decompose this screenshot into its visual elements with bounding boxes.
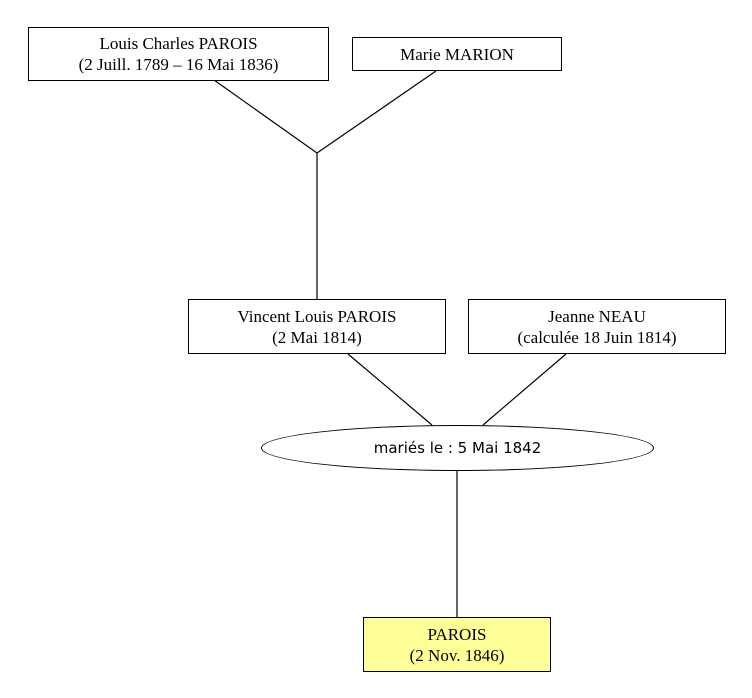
- person-box-louis-charles-parois: Louis Charles PAROIS (2 Juill. 1789 – 16…: [28, 27, 329, 81]
- person-name: Vincent Louis PAROIS: [237, 306, 397, 326]
- person-dates: (calculée 18 Juin 1814): [517, 327, 677, 347]
- marriage-label: mariés le : 5 Mai 1842: [373, 439, 542, 457]
- person-dates: (2 Nov. 1846): [409, 645, 505, 665]
- marriage-ellipse: mariés le : 5 Mai 1842: [261, 425, 654, 471]
- person-box-vincent-louis-parois: Vincent Louis PAROIS (2 Mai 1814): [188, 299, 446, 354]
- connector-jeanne-to-marriage: [482, 353, 567, 426]
- person-box-marie-marion: Marie MARION: [352, 37, 562, 71]
- person-name: PAROIS: [427, 624, 487, 644]
- person-box-parois-child: PAROIS (2 Nov. 1846): [363, 617, 551, 672]
- person-name: Marie MARION: [400, 44, 514, 64]
- connector-vincent-to-marriage: [347, 353, 433, 426]
- person-box-jeanne-neau: Jeanne NEAU (calculée 18 Juin 1814): [468, 299, 726, 354]
- connector-louis-to-junction: [213, 79, 318, 154]
- connector-marie-to-junction: [316, 70, 437, 154]
- person-dates: (2 Juill. 1789 – 16 Mai 1836): [78, 55, 279, 74]
- person-name: Jeanne NEAU: [548, 306, 646, 326]
- person-dates: (2 Mai 1814): [272, 327, 362, 347]
- person-name: Louis Charles PAROIS: [99, 34, 258, 53]
